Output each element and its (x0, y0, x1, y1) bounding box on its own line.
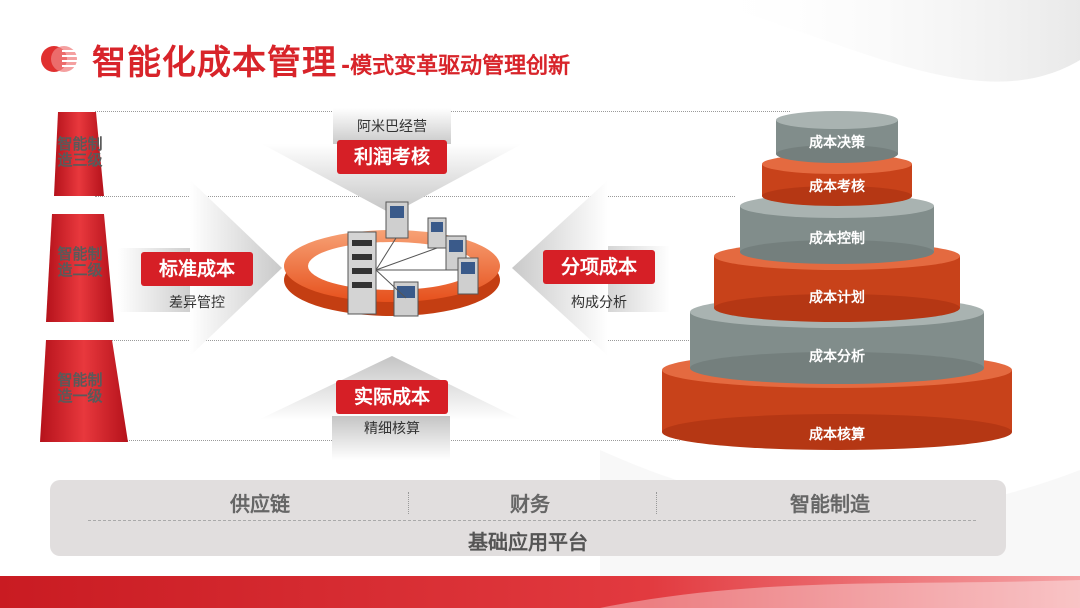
pyramid (662, 111, 1012, 450)
caption-variance-control: 差异管控 (169, 295, 225, 311)
caption-amoeba: 阿米巴经营 (357, 119, 427, 135)
platform-dashed-line (88, 520, 976, 521)
tier-cylinder (776, 111, 898, 163)
separator-line (95, 340, 695, 341)
level-label-1: 智能制造一级 (57, 371, 103, 405)
tier-label-analysis: 成本分析 (809, 349, 865, 365)
tier-label-decision: 成本决策 (809, 135, 865, 151)
level-label-2: 智能制造二级 (57, 245, 103, 279)
caption-fine-accounting: 精细核算 (364, 421, 420, 437)
tier-label-assessment: 成本考核 (809, 179, 865, 195)
level-bar-2 (46, 214, 114, 322)
level-bar-3 (54, 112, 104, 196)
tier-cylinder (690, 296, 984, 384)
tier-label-control: 成本控制 (809, 231, 865, 247)
tag-actual-cost: 实际成本 (336, 380, 448, 414)
tier-label-accounting: 成本核算 (809, 427, 865, 443)
server-cluster-icon (347, 201, 479, 317)
level-bar-1 (40, 340, 128, 442)
base-platform: 供应链 财务 智能制造 基础应用平台 (50, 480, 1006, 556)
platform-base-label: 基础应用平台 (468, 530, 588, 554)
platform-divider (656, 492, 657, 514)
bottom-accent-bar (0, 576, 1080, 608)
tag-profit-assessment: 利润考核 (337, 140, 447, 174)
platform-item-supply-chain: 供应链 (230, 492, 290, 516)
page-title: 智能化成本管理 (92, 42, 337, 83)
platform-item-finance: 财务 (510, 492, 550, 516)
tier-label-plan: 成本计划 (809, 290, 865, 306)
logo-icon (41, 46, 78, 72)
page-subtitle: -模式变革驱动管理创新 (341, 54, 571, 79)
title-bar: 智能化成本管理 -模式变革驱动管理创新 (38, 34, 570, 84)
tag-itemized-cost: 分项成本 (543, 250, 655, 284)
level-label-3: 智能制造三级 (57, 135, 103, 169)
tag-standard-cost: 标准成本 (141, 252, 253, 286)
platform-item-smart-manufacturing: 智能制造 (790, 492, 870, 516)
platform-divider (408, 492, 409, 514)
caption-composition-analysis: 构成分析 (571, 295, 627, 311)
